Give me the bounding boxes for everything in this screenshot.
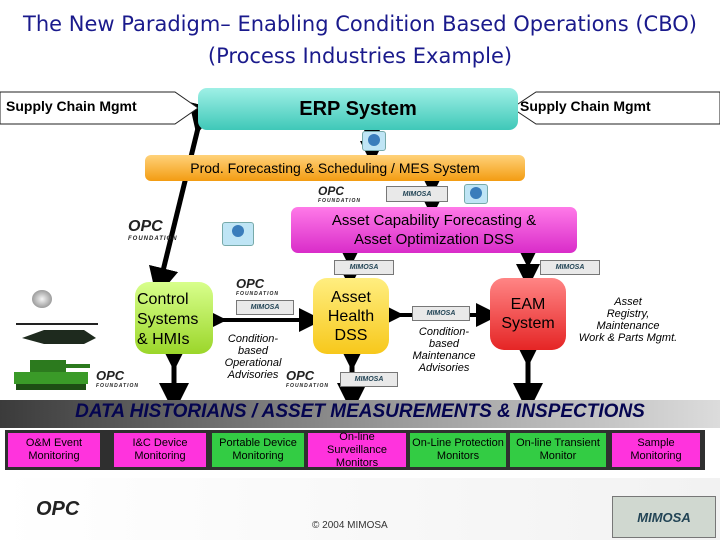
scm-left-arrow bbox=[0, 91, 199, 125]
erp-label: ERP System bbox=[299, 97, 417, 120]
scm-right-arrow bbox=[511, 91, 720, 125]
eam-system-box: EAM System bbox=[490, 278, 566, 350]
acfds-line1: Asset Capability Forecasting & bbox=[331, 212, 537, 229]
footer-band bbox=[0, 478, 720, 540]
erp-control-arrow bbox=[149, 101, 219, 298]
acfds-line2: Asset Optimization DSS bbox=[353, 231, 515, 248]
prod-forecasting-box: Prod. Forecasting & Scheduling / MES Sys… bbox=[145, 155, 525, 181]
opc-logo-icon: OPC bbox=[36, 498, 80, 520]
mimosa-logo-icon: MIMOSA bbox=[236, 300, 294, 315]
mimosa-logo-icon: MIMOSA bbox=[334, 260, 394, 275]
isa-logo-icon bbox=[222, 222, 254, 246]
tank-icon bbox=[14, 360, 90, 390]
isa-logo-icon bbox=[362, 131, 386, 151]
scm-right-label: Supply Chain Mgmt bbox=[520, 98, 651, 114]
mimosa-logo-icon: MIMOSA bbox=[340, 372, 398, 387]
helicopter-icon bbox=[16, 323, 98, 344]
copyright-text: © 2004 MIMOSA bbox=[312, 520, 388, 531]
asset-capability-box: Asset Capability Forecasting & Asset Opt… bbox=[291, 207, 577, 253]
page-subtitle: (Process Industries Example) bbox=[207, 44, 513, 68]
condition-maintenance-advisories: Condition- based Maintenance Advisories bbox=[412, 326, 476, 374]
erp-system-box: ERP System bbox=[198, 88, 518, 130]
condition-operational-advisories: Condition- based Operational Advisories bbox=[224, 333, 282, 381]
mimosa-logo-icon: MIMOSA bbox=[612, 496, 716, 538]
asset-health-dss-box: Asset Health DSS bbox=[313, 278, 389, 354]
satellite-icon bbox=[32, 290, 52, 308]
data-historians-band bbox=[0, 400, 720, 428]
isa-logo-icon bbox=[464, 184, 488, 204]
prod-label: Prod. Forecasting & Scheduling / MES Sys… bbox=[190, 160, 480, 176]
scm-left-label: Supply Chain Mgmt bbox=[6, 98, 137, 114]
mimosa-logo-icon: MIMOSA bbox=[386, 186, 448, 202]
asset-registry-label: Asset Registry, Maintenance Work & Parts… bbox=[578, 296, 678, 344]
mimosa-logo-icon: MIMOSA bbox=[540, 260, 600, 275]
mimosa-logo-icon: MIMOSA bbox=[412, 306, 470, 321]
data-historians-label: DATA HISTORIANS / ASSET MEASUREMENTS & I… bbox=[75, 401, 645, 422]
control-systems-box bbox=[135, 282, 213, 354]
page-title: The New Paradigm– Enabling Condition Bas… bbox=[23, 12, 697, 36]
control-label: Control Systems & HMIs bbox=[137, 291, 199, 348]
